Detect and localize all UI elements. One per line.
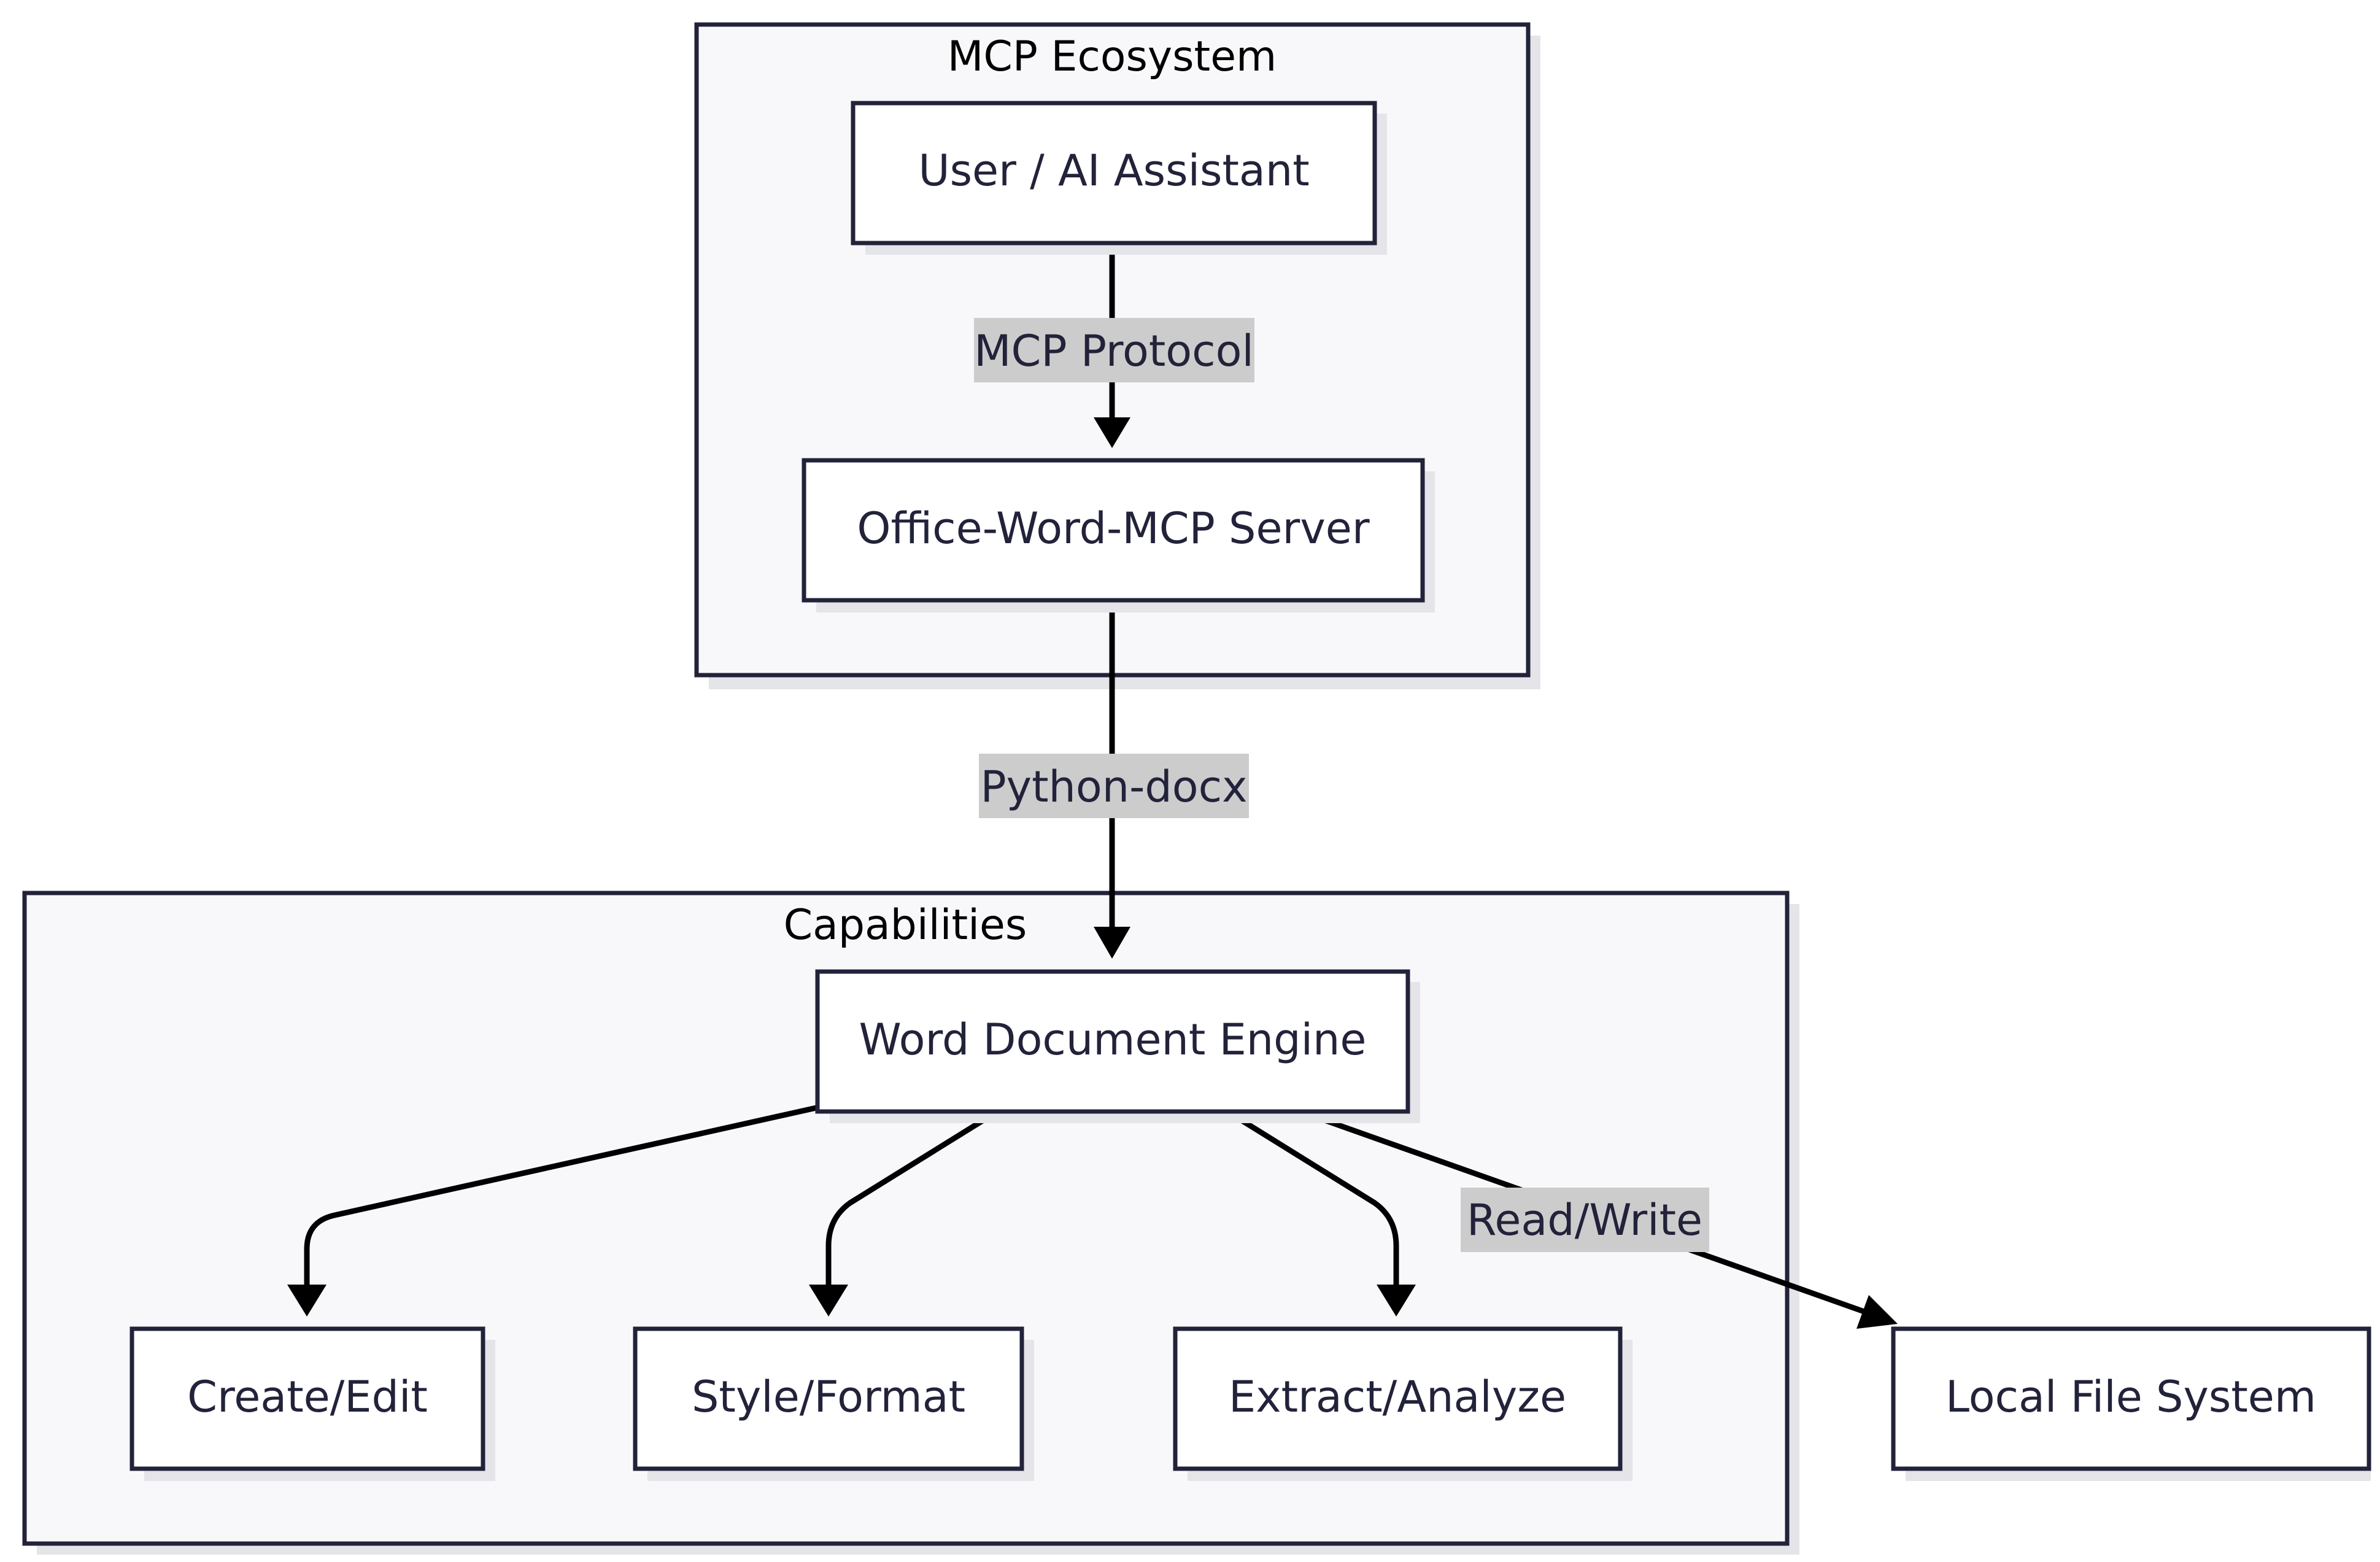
node-label: Create/Edit (187, 1372, 428, 1422)
edge-arrowhead (1094, 417, 1130, 448)
node-label: Local File System (1945, 1372, 2316, 1422)
node-box (1891, 1326, 2371, 1471)
node-label: Extract/Analyze (1229, 1372, 1566, 1422)
edge-label-python-docx: Python-docx (979, 754, 1249, 818)
edge-label-read-write: Read/Write (1461, 1188, 1709, 1252)
edge-label-bg (1461, 1188, 1709, 1252)
edge-arrowhead (1377, 1285, 1416, 1316)
edge-label-text: Read/Write (1467, 1195, 1702, 1245)
node-label: User / AI Assistant (918, 145, 1309, 196)
node-style-format: Style/Format (633, 1326, 1034, 1481)
edge-label-mcp-protocol: MCP Protocol (974, 318, 1254, 382)
edge-label-text: Python-docx (980, 762, 1247, 812)
node-box (1173, 1326, 1623, 1471)
node-office-word-mcp-server: Office-Word-MCP Server (802, 458, 1435, 613)
node-label: Word Document Engine (859, 1015, 1367, 1065)
node-user-ai-assistant: User / AI Assistant (851, 101, 1387, 255)
edge-arrowhead (809, 1285, 848, 1316)
edge-arrowhead (287, 1285, 326, 1316)
node-box (815, 969, 1410, 1114)
node-box (851, 101, 1377, 246)
node-label: Style/Format (692, 1372, 965, 1422)
node-extract-analyze: Extract/Analyze (1173, 1326, 1632, 1481)
node-box (633, 1326, 1024, 1471)
cluster-label-capabilities: Capabilities (784, 901, 1027, 949)
edge-engine-to-extract-analyze (1221, 1107, 1399, 1295)
edge-engine-to-create-edit (304, 1105, 819, 1295)
edge-label-text: MCP Protocol (974, 326, 1254, 376)
edge-arrowhead (1094, 927, 1130, 959)
edge-engine-to-style-format (825, 1107, 1003, 1295)
edge-label-bg (974, 318, 1254, 382)
node-box (129, 1326, 485, 1471)
edge-arrowhead (1856, 1295, 1898, 1329)
node-local-file-system: Local File System (1891, 1326, 2371, 1481)
node-create-edit: Create/Edit (129, 1326, 495, 1481)
cluster-label-mcp-ecosystem: MCP Ecosystem (948, 33, 1277, 81)
edge-label-bg (979, 754, 1249, 818)
node-word-document-engine: Word Document Engine (815, 969, 1420, 1123)
node-label: Office-Word-MCP Server (857, 503, 1369, 554)
node-box (802, 458, 1425, 603)
